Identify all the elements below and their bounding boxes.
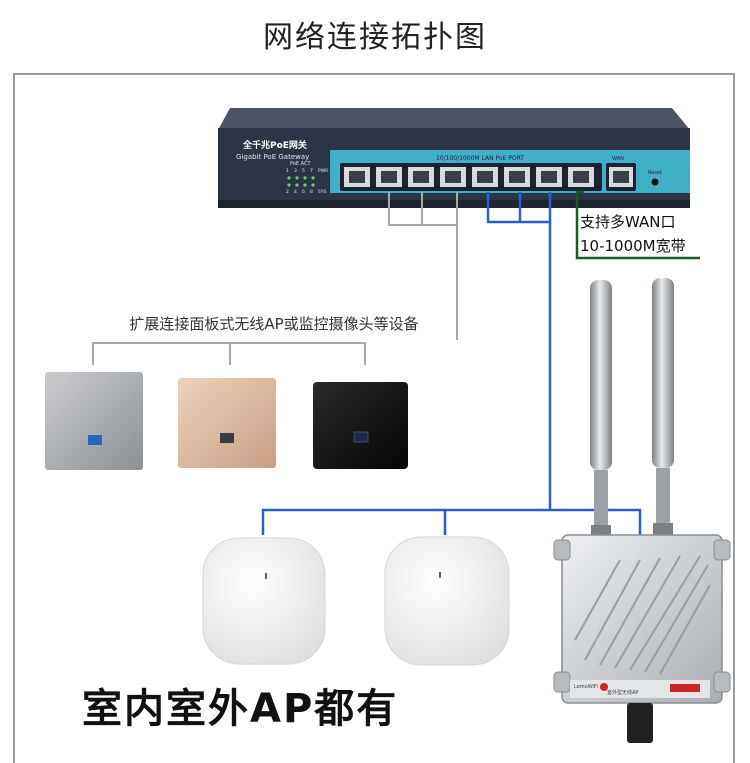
extension-devices-label: 扩展连接面板式无线AP或监控摄像头等设备 (94, 313, 454, 334)
switch-brand-cn: 全千兆PoE网关 (242, 139, 307, 151)
led-top-1: 1 (286, 168, 289, 174)
ceiling-ap-2 (384, 536, 510, 666)
antenna-right (652, 278, 674, 535)
wan-note: 支持多WAN口 10-1000M宽带 (580, 210, 686, 258)
antenna-left (590, 280, 612, 537)
wan-note-line2: 10-1000M宽带 (580, 237, 686, 255)
wall-panel-ap-black (313, 382, 408, 469)
led-bottom-4: 4 (294, 189, 297, 195)
ceiling-ap-1 (202, 537, 326, 665)
led-bottom-sys: SYS (318, 189, 327, 195)
wall-panel-ap-gold (178, 378, 276, 468)
wan-note-line1: 支持多WAN口 (580, 213, 676, 231)
poe-gateway-switch: 全千兆PoE网关 Gigabit PoE Gateway PoE ACT 1 3… (218, 108, 690, 208)
wan-label: WAN (612, 156, 624, 162)
led-bottom-8: 8 (310, 189, 313, 195)
reset-button (651, 178, 659, 186)
led-bottom-6: 6 (302, 189, 305, 195)
led-top-3: 3 (294, 168, 297, 174)
reset-label: Reset (648, 170, 662, 176)
port-label: 10/100/1000M LAN PoE PORT (436, 155, 524, 162)
led-top-pwr: PWR (318, 168, 328, 174)
lan-ports (340, 163, 602, 191)
outdoor-ap-brand: LemoWiFi (574, 684, 598, 690)
gray-cables (92, 192, 458, 365)
cable-gland (627, 703, 653, 743)
wall-panel-ap-silver (45, 372, 143, 470)
wan-bracket (575, 190, 700, 260)
bottom-title: 室内室外AP都有 (82, 686, 399, 732)
status-leds (287, 176, 315, 187)
wan-port (606, 163, 636, 191)
outdoor-ap: LemoWiFi 室外型无线AP (553, 278, 731, 743)
diagram-frame (13, 73, 735, 763)
switch-brand-en: Gigabit PoE Gateway (236, 153, 309, 161)
blue-cables (261, 192, 642, 535)
wifi-logo-icon (600, 683, 608, 691)
led-top-5: 5 (302, 168, 305, 174)
led-title: PoE ACT (290, 161, 311, 167)
led-top-7: 7 (310, 168, 313, 174)
outdoor-ap-label: 室外型无线AP (607, 689, 638, 696)
led-bottom-2: 2 (286, 189, 289, 195)
page-title: 网络连接拓扑图 (263, 20, 487, 55)
